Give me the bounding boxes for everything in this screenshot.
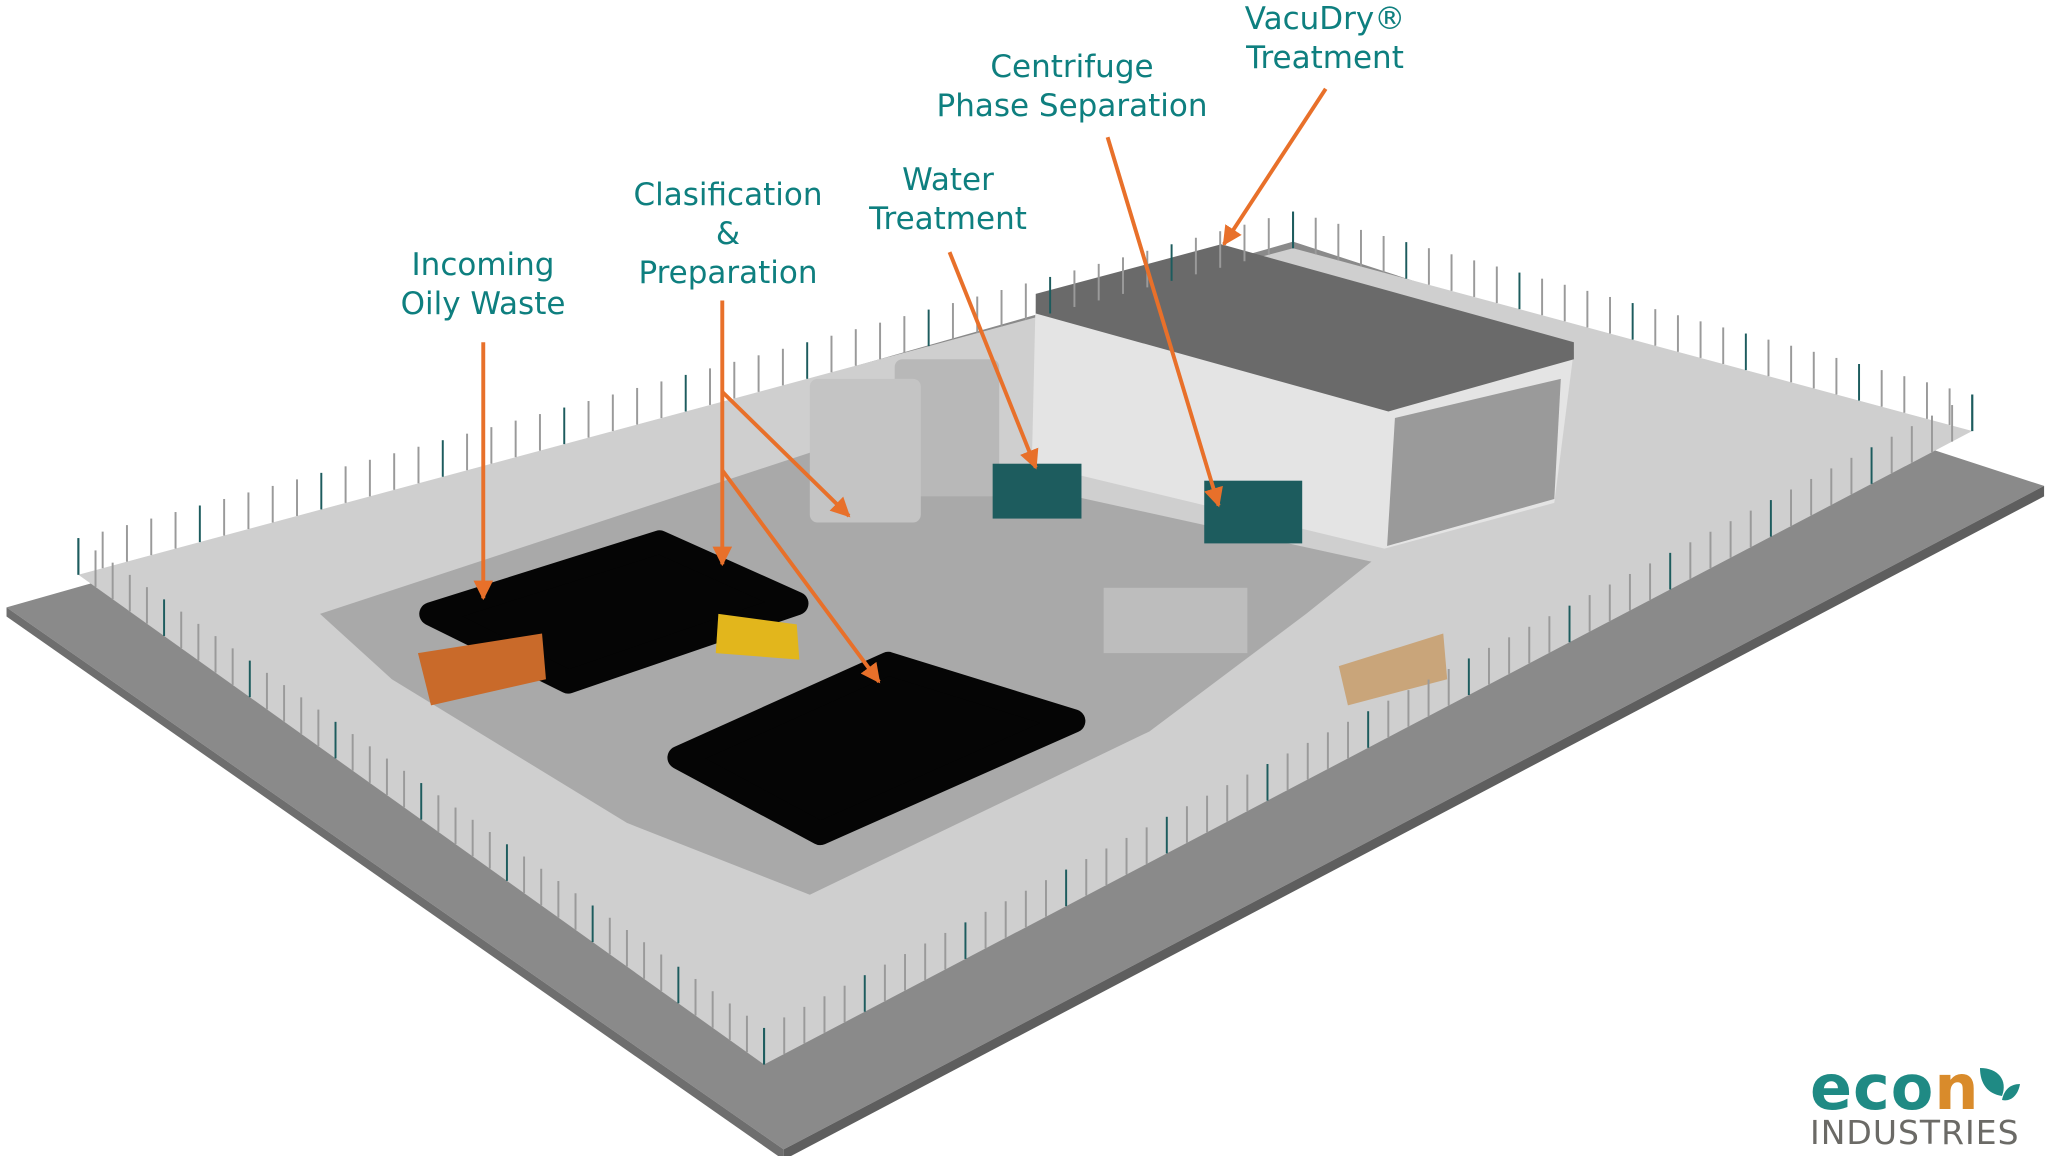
label-line: Incoming [411,247,555,283]
logo-econ: econ [1810,1057,2030,1119]
logo-industries: INDUSTRIES [1810,1113,2020,1152]
building-opening [1387,378,1561,546]
label-line: Water [902,162,994,198]
label-line: Clasification [633,177,823,213]
label-vacudry: VacuDry® Treatment [1245,0,1405,78]
slab-front-left [6,607,784,1156]
arrow-vacudry [1222,87,1328,246]
label-line: Preparation [638,255,818,291]
label-classification: Clasification & Preparation [634,176,823,293]
label-incoming-oily-waste: Incoming Oily Waste [401,246,566,324]
dump-truck [417,633,546,706]
econ-industries-logo: econ INDUSTRIES [1810,1057,2030,1152]
water-treatment-unit [992,463,1082,519]
tank [809,378,921,523]
slab-front-right [783,485,2045,1156]
label-line: Treatment [869,201,1027,237]
centrifuge-unit [1204,480,1303,544]
fence [77,211,1974,1065]
leaf-icon [1980,1068,2020,1101]
building-roof [1035,244,1574,412]
pit-preparation [667,651,1086,846]
truck-right [1338,633,1448,706]
containers [1103,587,1248,654]
label-line: Treatment [1246,40,1404,76]
arrow-water [947,251,1039,470]
label-line: Centrifuge [990,49,1154,85]
excavator [715,613,800,660]
arrow-classification-bins [720,390,851,518]
logo-econ-prefix: eco [1810,1051,1935,1124]
label-line: VacuDry® [1244,1,1406,37]
label-centrifuge: Centrifuge Phase Separation [937,48,1208,126]
label-water-treatment: Water Treatment [869,161,1027,239]
arrow-centrifuge [1105,136,1223,508]
label-line: Phase Separation [936,88,1208,124]
label-line: Oily Waste [400,286,566,322]
label-line: & [715,216,741,252]
arrow-classification-pit2 [720,469,881,684]
logo-econ-n: n [1934,1051,1980,1124]
